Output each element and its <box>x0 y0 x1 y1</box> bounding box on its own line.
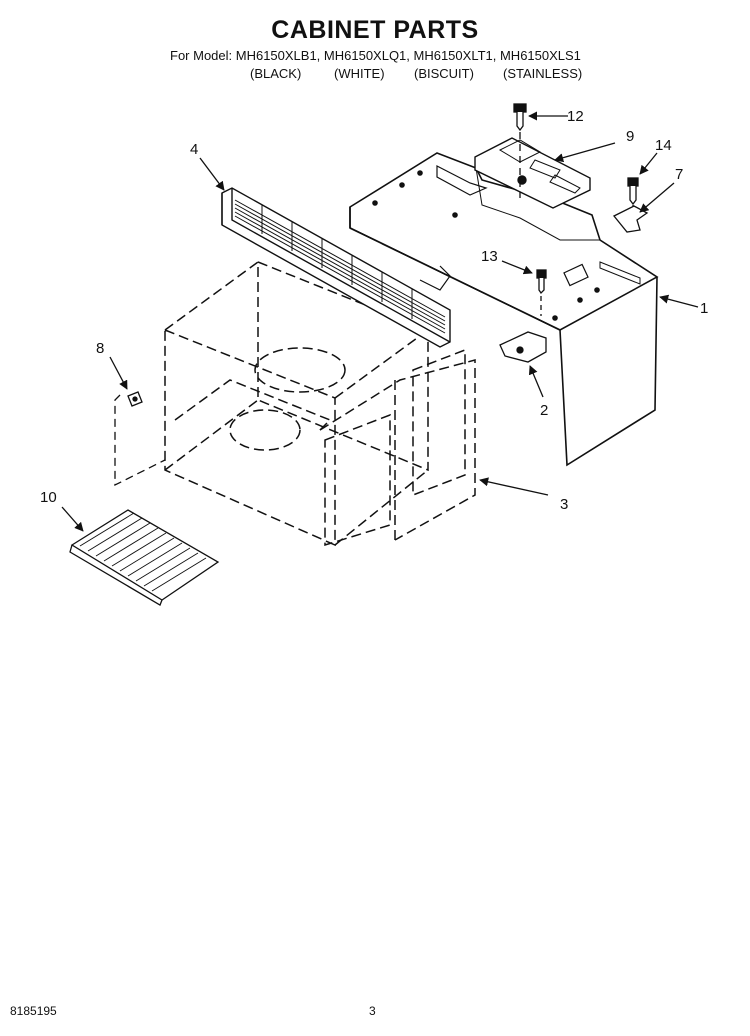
callout-4: 4 <box>190 141 198 158</box>
callout-10: 10 <box>40 489 57 506</box>
screw-13 <box>536 269 547 316</box>
color-white: (WHITE) <box>334 66 385 81</box>
color-stainless: (STAINLESS) <box>503 66 583 81</box>
model-list: For Model: MH6150XLB1, MH6150XLQ1, MH615… <box>170 48 581 63</box>
callout-1: 1 <box>700 300 708 317</box>
top-plate <box>474 137 591 209</box>
rack-10 <box>69 509 220 606</box>
vent-grille <box>221 187 451 348</box>
callout-8: 8 <box>96 340 104 357</box>
callout-2: 2 <box>540 402 548 419</box>
color-biscuit: (BISCUIT) <box>414 66 474 81</box>
callout-7: 7 <box>675 166 683 183</box>
callout-14: 14 <box>655 137 672 154</box>
callout-13: 13 <box>481 248 498 265</box>
outer-cabinet <box>349 152 659 467</box>
page-title: CABINET PARTS <box>271 16 479 44</box>
document-number: 8185195 <box>10 1004 57 1018</box>
leader-arrows <box>61 111 699 532</box>
callout-12: 12 <box>567 108 584 125</box>
screw-12 <box>513 103 527 198</box>
bracket-2 <box>499 331 547 363</box>
clip-8 <box>114 391 166 487</box>
callout-3: 3 <box>560 496 568 513</box>
bracket-7 <box>612 177 649 233</box>
color-black: (BLACK) <box>250 66 302 81</box>
callout-9: 9 <box>626 128 634 145</box>
page-number: 3 <box>369 1004 376 1018</box>
